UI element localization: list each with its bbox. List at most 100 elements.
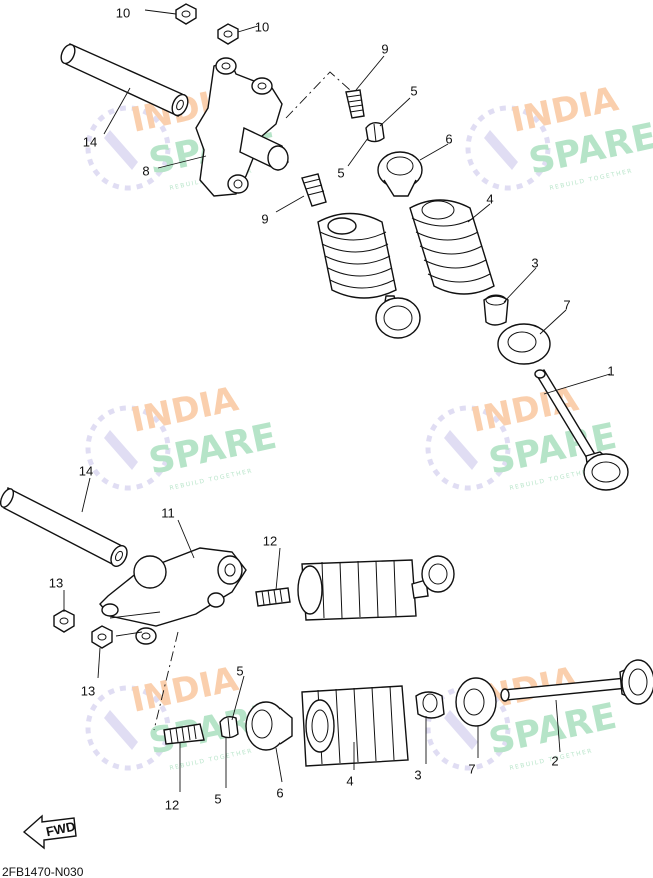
callout-number: 6 bbox=[276, 785, 283, 800]
leader-line bbox=[355, 55, 385, 91]
callout-number: 9 bbox=[261, 211, 268, 226]
valve-upper-left bbox=[375, 295, 421, 339]
stem-seal-upper bbox=[483, 294, 509, 326]
callout-24: 3 bbox=[414, 716, 427, 782]
callout-layer: 10 10 9 5 5 6 14 8 9 4 3 7 1 14 11 12 13 13 5 12 5 6 4 3 7 2 bbox=[49, 5, 615, 812]
callout-22: 6 bbox=[275, 747, 284, 800]
callout-8: 8 bbox=[142, 155, 207, 178]
callout-3: 9 bbox=[355, 41, 389, 91]
valve-cotter-upper bbox=[365, 121, 385, 143]
rocker-shaft-lower bbox=[0, 486, 128, 568]
callout-number: 5 bbox=[337, 165, 344, 180]
lower-assembly bbox=[0, 486, 653, 767]
callout-number: 11 bbox=[161, 505, 175, 520]
wrench-icon bbox=[444, 710, 478, 750]
callout-1: 10 bbox=[116, 5, 177, 20]
callout-number: 5 bbox=[214, 791, 221, 806]
wrench-icon bbox=[85, 105, 171, 191]
callout-9: 9 bbox=[261, 195, 305, 226]
callout-6: 6 bbox=[419, 131, 453, 161]
callout-11: 3 bbox=[503, 255, 539, 303]
leader-line bbox=[81, 477, 91, 513]
leader-line bbox=[347, 137, 369, 167]
fwd-direction-arrow: FWD bbox=[22, 814, 77, 850]
callout-12: 7 bbox=[539, 297, 571, 335]
callout-number: 14 bbox=[83, 134, 97, 149]
callout-number: 3 bbox=[531, 255, 538, 270]
leader-line bbox=[275, 195, 305, 213]
callout-number: 6 bbox=[445, 131, 452, 146]
rocker-arm-upper bbox=[195, 57, 289, 197]
callout-number: 10 bbox=[255, 19, 269, 34]
leader-line bbox=[539, 309, 567, 335]
callout-19: 5 bbox=[231, 663, 245, 721]
callout-number: 13 bbox=[49, 575, 63, 590]
callout-number: 7 bbox=[468, 761, 475, 776]
wrench-icon bbox=[85, 405, 171, 491]
wrench-icon bbox=[85, 685, 171, 771]
leader-line bbox=[231, 675, 245, 721]
callout-number: 5 bbox=[236, 663, 243, 678]
valve-spring-lower bbox=[301, 685, 409, 767]
callout-17: 13 bbox=[49, 575, 65, 612]
fwd-label: FWD bbox=[45, 819, 77, 840]
callout-number: 2 bbox=[551, 753, 558, 768]
callout-number: 12 bbox=[263, 533, 277, 548]
adjuster-screw-lower-1 bbox=[255, 587, 291, 607]
wrench-icon bbox=[444, 430, 478, 470]
wrench-icon bbox=[484, 130, 518, 170]
callout-4: 5 bbox=[379, 83, 418, 127]
leader-line bbox=[467, 203, 491, 223]
nut-upper-2 bbox=[217, 23, 239, 45]
valve-1 bbox=[534, 369, 629, 491]
nut-lower-1 bbox=[53, 609, 75, 633]
callout-number: 5 bbox=[410, 83, 417, 98]
leader-line bbox=[555, 699, 561, 753]
callout-23: 4 bbox=[346, 742, 355, 788]
nut-lower-2 bbox=[91, 625, 113, 649]
wrench-icon bbox=[425, 685, 511, 771]
nut-upper-1 bbox=[175, 3, 197, 25]
rocker-arm-lower bbox=[99, 547, 247, 645]
callout-15: 11 bbox=[161, 505, 195, 559]
leader-line bbox=[237, 25, 259, 33]
callout-18: 13 bbox=[81, 647, 101, 698]
stem-seal-lower bbox=[415, 691, 445, 719]
spring-retainer-lower bbox=[245, 701, 293, 751]
valve-cotter-lower bbox=[219, 715, 239, 739]
callout-number: 12 bbox=[165, 797, 179, 812]
callout-7: 14 bbox=[83, 87, 131, 149]
callout-number: 4 bbox=[346, 773, 353, 788]
upper-assembly bbox=[60, 3, 629, 491]
wrench-icon bbox=[104, 710, 138, 750]
diagram-code: 2FB1470-N030 bbox=[2, 865, 84, 878]
spring-seat-upper bbox=[497, 323, 551, 365]
callout-26: 2 bbox=[551, 699, 561, 768]
callout-2: 10 bbox=[237, 19, 269, 34]
callout-5: 5 bbox=[337, 137, 369, 180]
leader-line bbox=[543, 373, 611, 395]
adjuster-screw-upper-2 bbox=[301, 173, 327, 207]
leader-line bbox=[177, 519, 195, 559]
callout-10: 4 bbox=[467, 191, 494, 223]
leader-line bbox=[103, 87, 131, 135]
leader-line bbox=[275, 747, 283, 783]
adjuster-screw-upper-1 bbox=[345, 89, 365, 119]
callout-number: 4 bbox=[486, 191, 493, 206]
callout-16: 12 bbox=[263, 533, 281, 591]
callout-14: 14 bbox=[79, 463, 93, 513]
callout-25: 7 bbox=[468, 726, 479, 776]
callout-number: 13 bbox=[81, 683, 95, 698]
callout-number: 14 bbox=[79, 463, 93, 478]
wrench-icon bbox=[104, 130, 138, 170]
spring-seat-lower bbox=[455, 677, 497, 727]
valve-spring-lower-top bbox=[297, 555, 455, 621]
callout-number: 7 bbox=[563, 297, 570, 312]
adjuster-screw-lower-2 bbox=[163, 723, 205, 745]
callout-number: 3 bbox=[414, 767, 421, 782]
callout-number: 9 bbox=[381, 41, 388, 56]
callout-13: 1 bbox=[543, 363, 615, 395]
